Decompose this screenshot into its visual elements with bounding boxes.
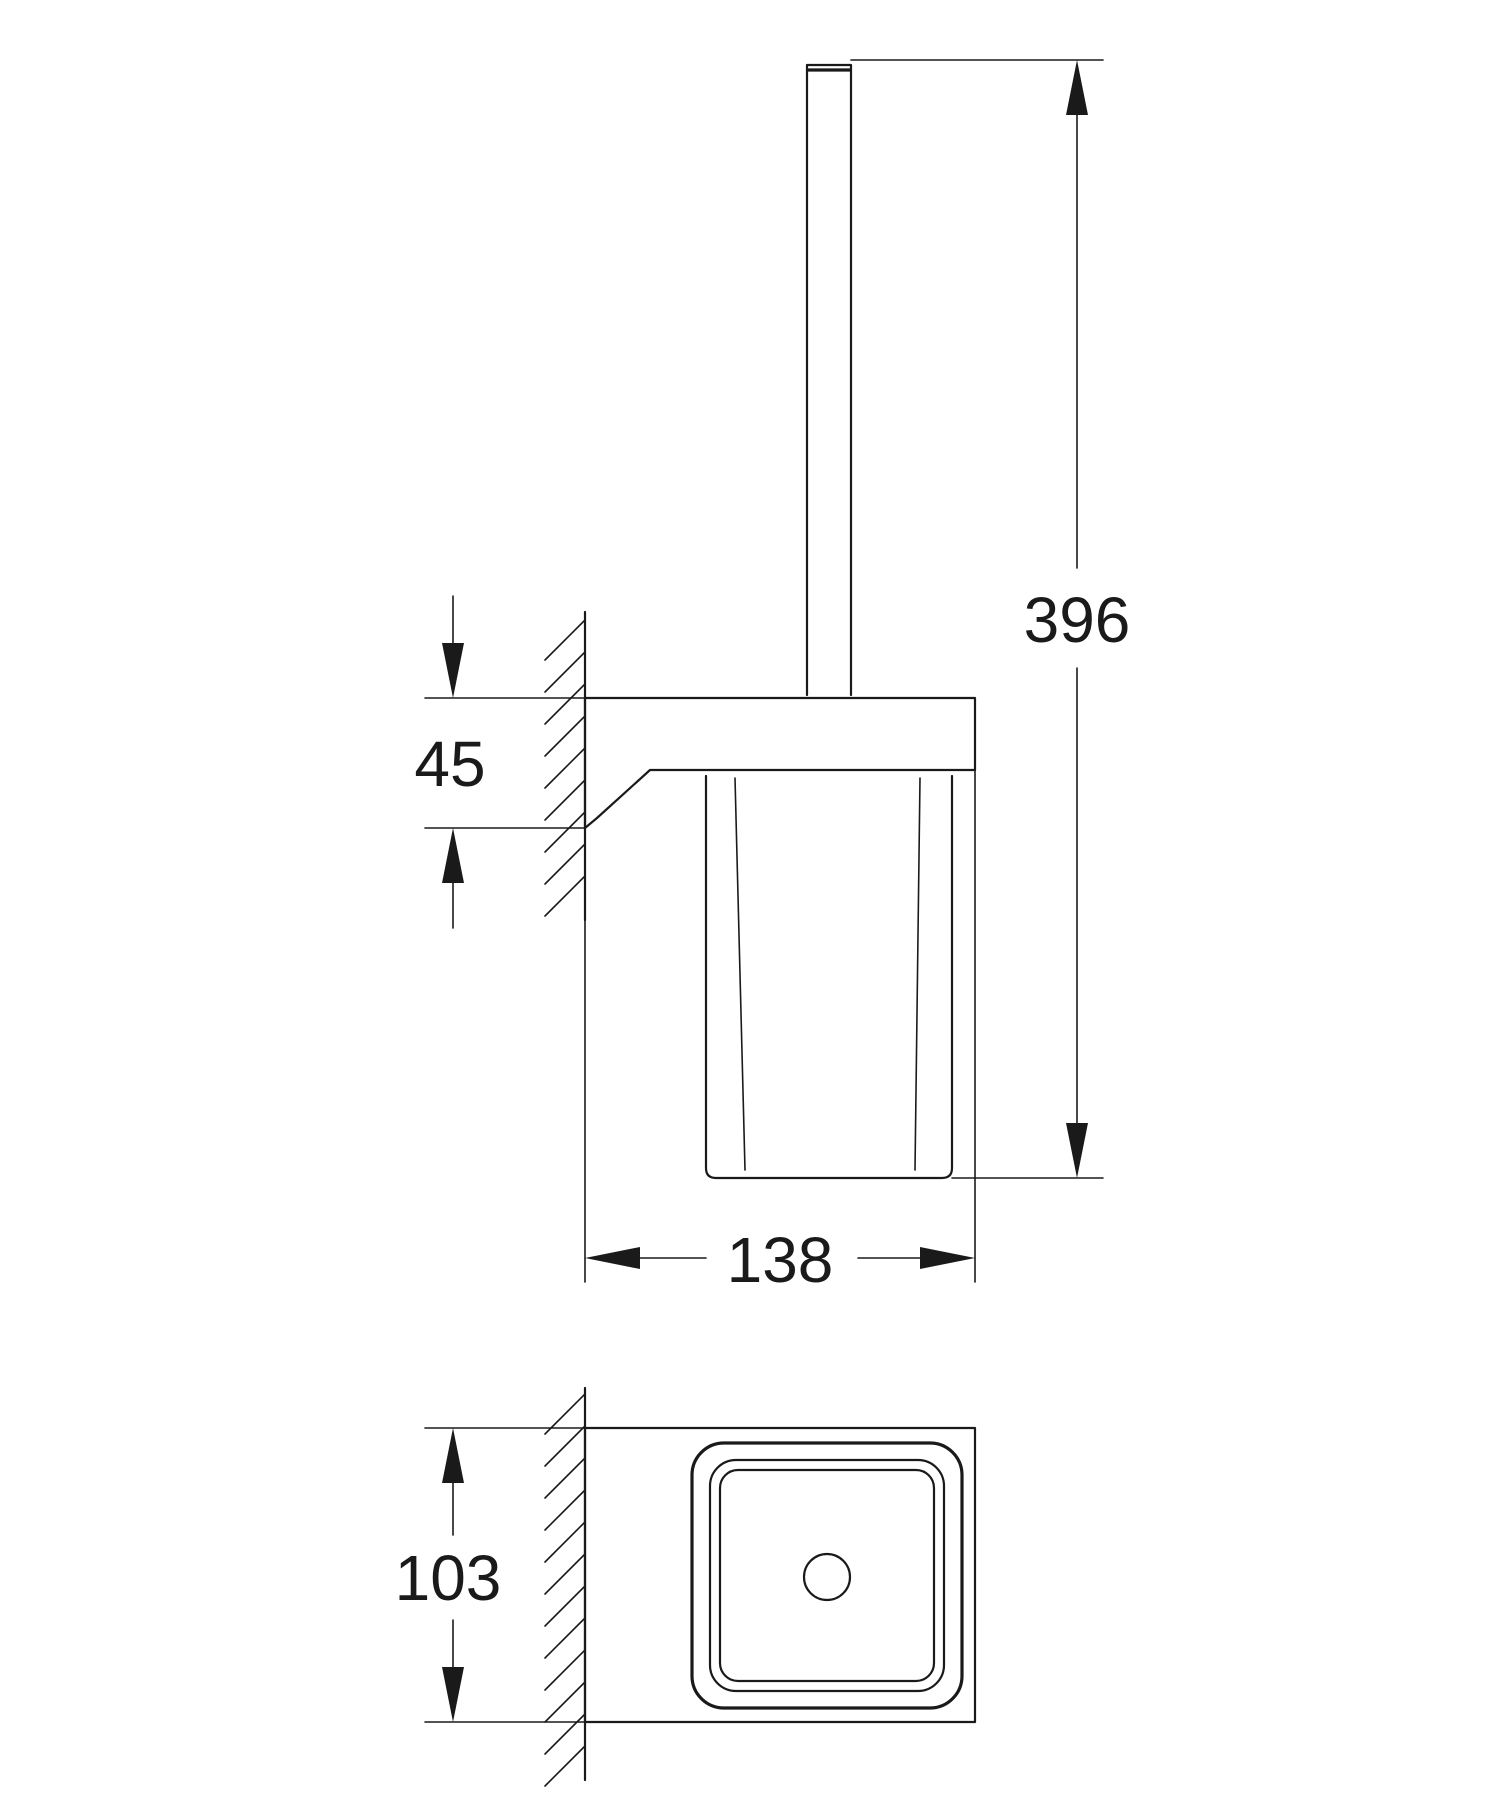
cup-outer-rim <box>690 1441 964 1710</box>
handle-hole <box>802 1552 852 1602</box>
cup-body <box>704 774 954 1180</box>
dimension-45-label: 45 <box>414 728 485 800</box>
arrow-right-icon <box>920 1247 975 1269</box>
bracket-plate-top <box>583 1426 977 1724</box>
wall-hatching-side <box>544 610 587 922</box>
holder-bracket <box>583 696 977 830</box>
arrow-down-icon <box>442 643 464 698</box>
top-view: 103 <box>395 1386 977 1787</box>
brush-handle <box>805 63 853 697</box>
dimension-mount-height: 45 <box>414 595 586 929</box>
dimension-depth: 103 <box>395 1427 586 1723</box>
dimension-total-height: 396 <box>850 59 1131 1179</box>
dimension-138-label: 138 <box>727 1224 834 1296</box>
dimension-width: 138 <box>584 769 976 1296</box>
arrow-down-icon <box>1066 1123 1088 1178</box>
dimension-103-label: 103 <box>395 1542 502 1614</box>
cup-inner-rim <box>708 1458 946 1693</box>
wall-hatching-top <box>544 1386 587 1787</box>
cup-bottom <box>718 1468 936 1683</box>
arrow-up-icon <box>1066 60 1088 115</box>
side-view: 396 45 138 <box>414 59 1131 1296</box>
arrow-down-icon <box>442 1667 464 1722</box>
arrow-up-icon <box>442 828 464 883</box>
arrow-left-icon <box>585 1247 640 1269</box>
dimension-396-label: 396 <box>1024 584 1131 656</box>
arrow-up-icon <box>442 1428 464 1483</box>
